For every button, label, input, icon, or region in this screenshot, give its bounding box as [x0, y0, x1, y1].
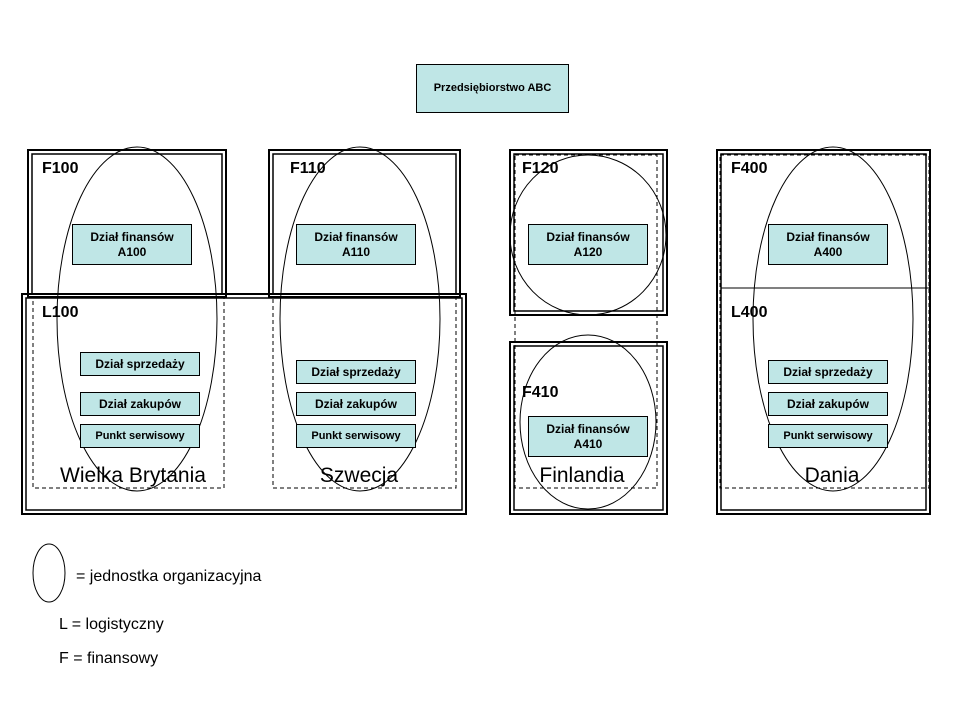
finance-a110-line2: A110 [341, 244, 371, 259]
logistics-box-l100 [21, 293, 467, 515]
finance-box-a100: Dział finansów A100 [72, 224, 192, 265]
legend-logistics-label: L = logistyczny [59, 616, 164, 633]
code-f410: F410 [522, 384, 559, 401]
dk-service-box: Punkt serwisowy [768, 424, 888, 448]
company-box-f400 [716, 149, 931, 515]
org-unit-ellipse-dk [752, 146, 914, 492]
legend-finance-label: F = finansowy [59, 650, 159, 667]
finance-a100-line2: A100 [117, 244, 147, 259]
dk-sales-label: Dział sprzedaży [783, 364, 873, 379]
org-unit-ellipse-se [279, 146, 441, 492]
finance-box-a410: Dział finansów A410 [528, 416, 648, 457]
finance-box-a120: Dział finansów A120 [528, 224, 648, 265]
country-label-se: Szwecja [319, 464, 399, 487]
finance-a120-line1: Dział finansów [546, 229, 630, 244]
dk-purchasing-box: Dział zakupów [768, 392, 888, 416]
finance-a400-line1: Dział finansów [786, 229, 870, 244]
finance-a410-line2: A410 [573, 436, 603, 451]
finance-a400-line2: A400 [813, 244, 843, 259]
se-sales-box: Dział sprzedaży [296, 360, 416, 384]
org-unit-ellipse-uk [56, 146, 218, 492]
enterprise-label: Przedsiębiorstwo ABC [433, 82, 552, 94]
finance-a410-line1: Dział finansów [546, 421, 630, 436]
finance-box-a400: Dział finansów A400 [768, 224, 888, 265]
uk-purchasing-box: Dział zakupów [80, 392, 200, 416]
uk-purchasing-label: Dział zakupów [98, 396, 181, 411]
code-f100: F100 [42, 160, 79, 177]
code-l400: L400 [731, 304, 768, 321]
country-region-uk [32, 296, 225, 489]
legend-ellipse-icon [32, 543, 66, 603]
org-unit-ellipse-fi-a410 [519, 334, 657, 510]
org-unit-ellipse-fi-a120 [509, 154, 667, 316]
uk-sales-box: Dział sprzedaży [80, 352, 200, 376]
country-label-dk: Dania [804, 464, 860, 487]
dk-purchasing-label: Dział zakupów [786, 396, 869, 411]
code-f110: F110 [290, 160, 326, 177]
finance-a110-line1: Dział finansów [314, 229, 398, 244]
se-purchasing-box: Dział zakupów [296, 392, 416, 416]
uk-sales-label: Dział sprzedaży [95, 356, 185, 371]
uk-service-label: Punkt serwisowy [95, 429, 185, 442]
country-label-fi: Finlandia [539, 464, 625, 487]
enterprise-box: Przedsiębiorstwo ABC [416, 64, 569, 113]
finance-a100-line1: Dział finansów [90, 229, 174, 244]
se-purchasing-label: Dział zakupów [314, 396, 397, 411]
company-box-f410 [509, 341, 668, 515]
country-region-dk [719, 154, 930, 489]
code-f120: F120 [522, 160, 559, 177]
se-service-box: Punkt serwisowy [296, 424, 416, 448]
code-f400: F400 [731, 160, 768, 177]
se-service-label: Punkt serwisowy [311, 429, 401, 442]
se-sales-label: Dział sprzedaży [311, 364, 401, 379]
finance-box-a110: Dział finansów A110 [296, 224, 416, 265]
dk-sales-box: Dział sprzedaży [768, 360, 888, 384]
dk-service-label: Punkt serwisowy [783, 429, 873, 442]
code-l100: L100 [42, 304, 79, 321]
country-label-uk: Wielka Brytania [60, 464, 206, 487]
finance-a120-line2: A120 [573, 244, 603, 259]
legend-ellipse-label: = jednostka organizacyjna [76, 568, 262, 585]
uk-service-box: Punkt serwisowy [80, 424, 200, 448]
